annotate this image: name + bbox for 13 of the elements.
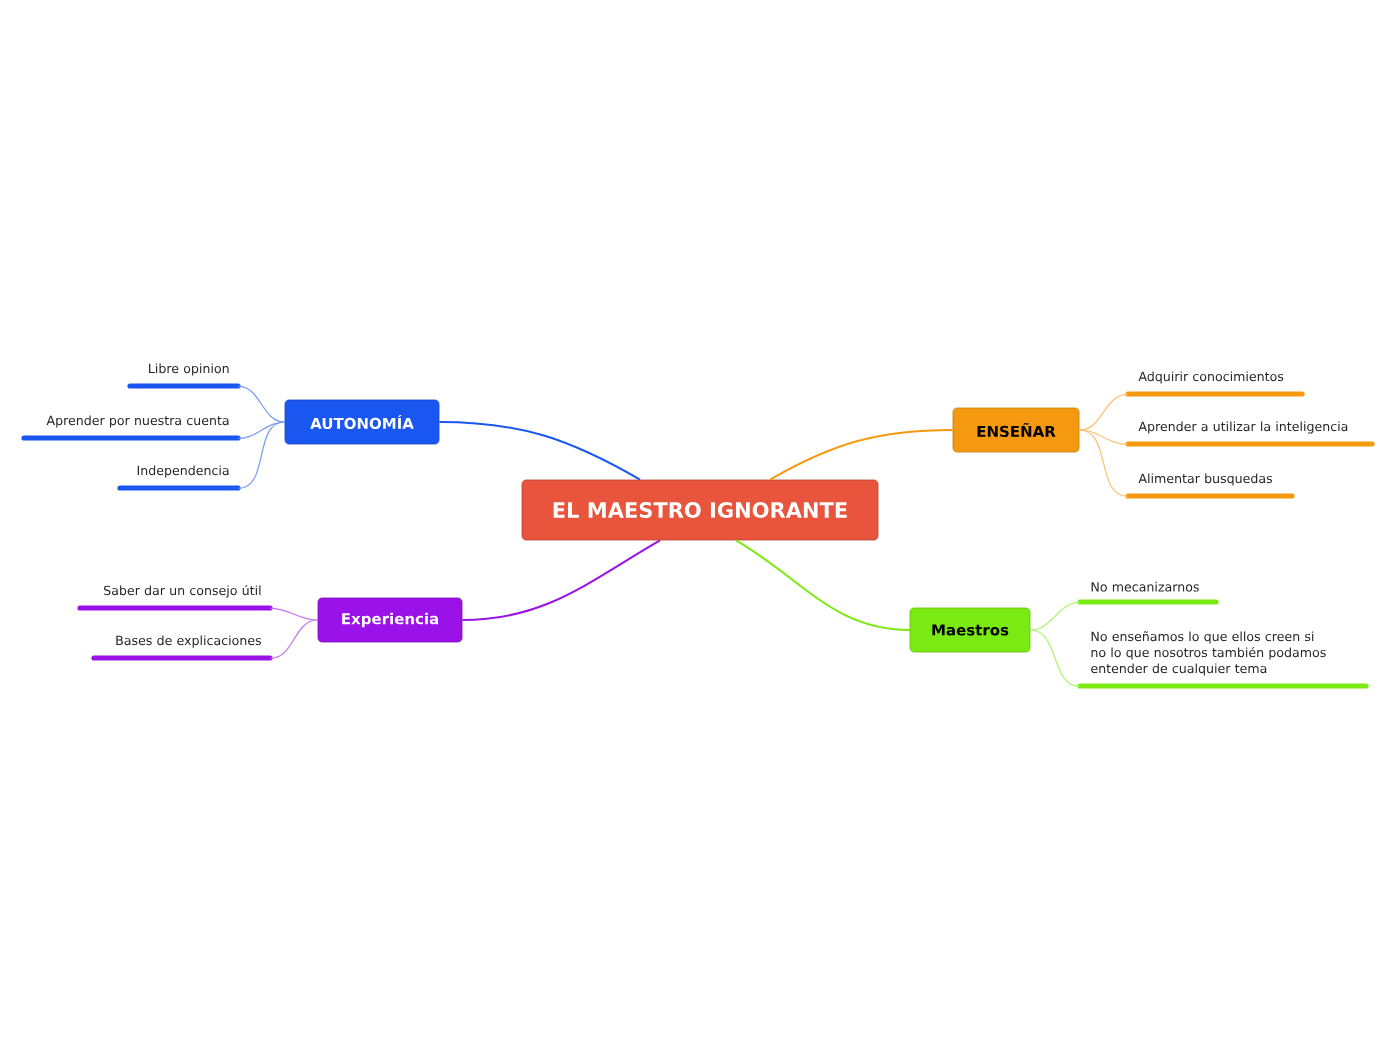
branch-line (461, 539, 661, 621)
branch-line (237, 421, 286, 489)
branch-line (1078, 393, 1129, 431)
central-topic-box: EL MAESTRO IGNORANTE (521, 479, 879, 541)
branch-line (1029, 601, 1081, 631)
branch-line (438, 421, 641, 481)
branch-line (269, 607, 319, 621)
branch-line (1078, 429, 1129, 497)
branch-line (237, 385, 286, 423)
branch-line (735, 539, 911, 631)
branch-line (1029, 629, 1081, 687)
branch-line (269, 619, 319, 659)
branch-line (769, 429, 954, 481)
